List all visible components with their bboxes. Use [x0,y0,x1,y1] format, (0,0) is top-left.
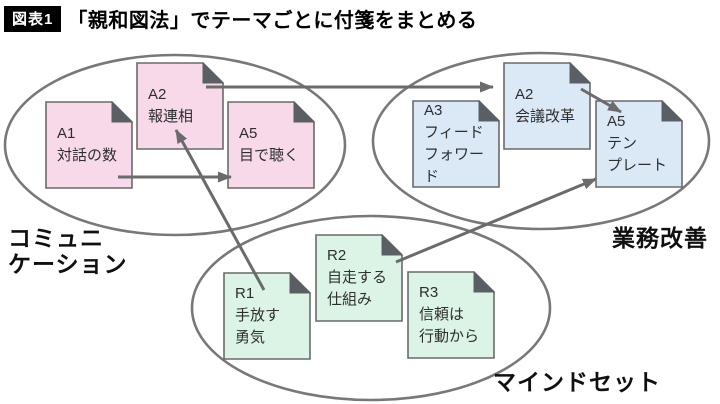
note-text: テン [607,134,638,152]
note-code: A5 [239,124,258,142]
group-label-mindset: マインドセット [493,369,661,395]
note-r1-mindset: R1 手放す勇気 [223,272,311,360]
note-a3-kaizen: A3 フィードフォワード [412,100,500,188]
note-code: A1 [57,124,76,142]
arrow-r2-to-a5-blue [395,177,597,264]
note-text: フォワード [424,146,485,186]
note-text: 勇気 [235,329,266,347]
note-text: 手放す [235,306,281,324]
group-label-communication: コミュニ ケーション [8,225,128,277]
note-code: A5 [607,112,626,130]
note-a5-communication: A5 目で聴く [227,101,315,189]
note-a2-communication: A2 報連相 [136,62,224,150]
note-a1-communication: A1 対話の数 [45,101,133,189]
note-text: 行動から [419,328,480,346]
figure-title: 「親和図法」でテーマごとに付箋をまとめる [67,10,478,32]
note-text: 目で聴く [239,147,300,164]
note-text: フィード [424,123,484,141]
note-code: R2 [327,246,347,264]
note-text: プレート [607,157,668,175]
note-text: 対話の数 [57,147,118,164]
note-text: 自走する [327,268,388,286]
figure-number-badge: 図表1 [4,5,62,32]
group-label-kaizen: 業務改善 [612,225,708,251]
note-text: 仕組み [327,291,373,309]
note-code: A2 [515,85,534,103]
note-text: 報連相 [148,108,194,125]
note-code: R3 [419,283,439,301]
note-code: R1 [235,284,255,302]
note-r3-mindset: R3 信頼は行動から [407,271,495,359]
note-code: A3 [424,101,443,119]
note-code: A2 [148,85,167,103]
figure-title-bar: 図表1 「親和図法」でテーマごとに付箋をまとめる [4,4,477,33]
note-r2-mindset: R2 自走する仕組み [315,234,403,322]
note-a5-kaizen: A5 テンプレート [595,100,683,188]
note-text: 会議改革 [515,108,576,125]
note-text: 信頼は [419,305,465,323]
note-a2-kaizen: A2 会議改革 [503,62,591,150]
